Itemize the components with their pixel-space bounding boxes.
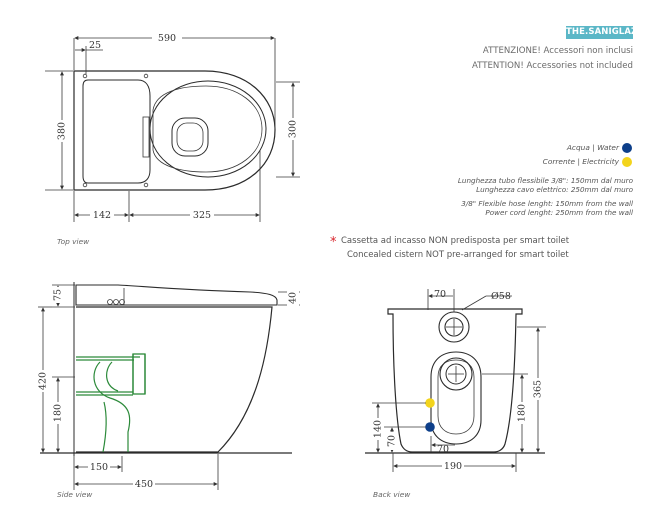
spec-it-line2: Lunghezza cavo elettrico: 250mm dal muro xyxy=(476,185,633,194)
caption-side-view: Side view xyxy=(57,490,93,499)
dim-top-width: 590 xyxy=(158,33,176,44)
dim-side-top: 75 xyxy=(53,289,64,301)
warning-en: ATTENTION! Accessories not included xyxy=(471,61,633,71)
spec-en-line1: 3/8" Flexible hose lenght: 150mm from th… xyxy=(461,199,633,208)
dim-top-depth: 380 xyxy=(57,122,68,140)
top-view-drawing xyxy=(45,36,300,222)
side-view-drawing xyxy=(38,282,300,490)
asterisk-icon: * xyxy=(330,235,337,250)
dim-side-inlet: 180 xyxy=(53,404,64,422)
dim-back-hole: Ø58 xyxy=(491,291,511,302)
dim-top-offset: 25 xyxy=(89,40,101,51)
dim-back-offset: 70 xyxy=(434,289,446,300)
dim-back-outlet: 70 xyxy=(437,444,449,455)
dim-back-inlet: 180 xyxy=(517,404,528,422)
legend-water-label: Acqua | Water xyxy=(566,143,619,152)
caption-back-view: Back view xyxy=(373,490,411,499)
spec-it-line1: Lunghezza tubo flessibile 3/8": 150mm da… xyxy=(457,176,633,185)
cistern-note-en: Concealed cistern NOT pre-arranged for s… xyxy=(347,250,569,260)
brand-badge: THE.SANIGLAZE xyxy=(566,26,644,39)
caption-top-view: Top view xyxy=(57,237,90,246)
dim-top-bowl: 300 xyxy=(288,120,299,138)
dim-side-outlet: 150 xyxy=(90,462,108,473)
electricity-dot-icon xyxy=(622,157,632,167)
dim-top-right: 325 xyxy=(193,210,211,221)
dim-top-left: 142 xyxy=(93,210,111,221)
warning-it: ATTENZIONE! Accessori non inclusi xyxy=(482,46,633,56)
dim-back-low: 140 xyxy=(373,420,384,438)
dim-side-length: 450 xyxy=(135,479,153,490)
water-dot-icon xyxy=(622,143,632,153)
dim-back-width: 190 xyxy=(444,461,462,472)
cistern-note-it: Cassetta ad incasso NON predisposta per … xyxy=(341,236,570,246)
legend-electricity-label: Corrente | Electricity xyxy=(542,157,619,166)
spec-en-line2: Power cord lenght: 250mm from the wall xyxy=(485,208,633,217)
dim-side-lid: 40 xyxy=(288,292,299,304)
dim-back-height: 365 xyxy=(533,380,544,398)
dim-back-bottom: 70 xyxy=(387,435,398,447)
dim-side-height: 420 xyxy=(38,372,49,390)
